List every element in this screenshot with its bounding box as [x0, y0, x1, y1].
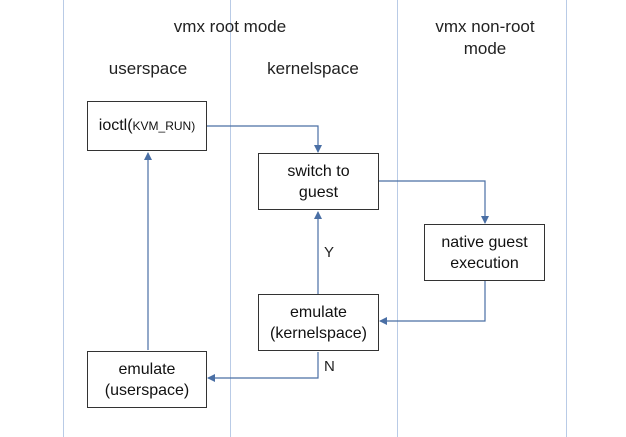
lane-divider-user-kernel: [230, 0, 231, 437]
header-vmx-nonroot-line2: mode: [463, 39, 507, 58]
edge-label-yes: Y: [324, 244, 335, 261]
arrow-emulate-kernel-to-emulate-user: [207, 352, 319, 382]
lane-divider-root-nonroot: [397, 0, 398, 437]
header-vmx-root-mode: vmx root mode: [173, 17, 287, 36]
header-vmx-nonroot-mode: vmx non-root mode: [420, 16, 550, 60]
header-userspace: userspace: [108, 59, 188, 78]
switch-to-guest-line2: guest: [298, 183, 339, 201]
switch-to-guest-box: switch to guest: [258, 153, 379, 210]
edge-label-no: N: [324, 358, 335, 375]
emulate-userspace-box: emulate (userspace): [87, 351, 207, 408]
emulate-kernelspace-box: emulate (kernelspace): [258, 294, 379, 351]
header-vmx-nonroot-line1: vmx non-root: [435, 17, 535, 36]
switch-to-guest-line1: switch to: [287, 162, 350, 180]
lane-divider-right: [566, 0, 567, 437]
emulate-userspace-line1: emulate: [118, 360, 176, 378]
arrow-ioctl-to-switch: [207, 125, 322, 153]
arrow-native-to-emulate-kernel: [379, 280, 486, 325]
ioctl-text: ioctl(KVM_RUN): [98, 117, 196, 134]
emulate-kernelspace-line2: (kernelspace): [270, 324, 367, 342]
native-guest-line2: execution: [450, 254, 519, 272]
native-guest-line1: native guest: [441, 233, 528, 251]
ioctl-kvm-run-box: ioctl(KVM_RUN): [87, 101, 207, 151]
header-kernelspace: kernelspace: [267, 59, 359, 78]
native-guest-execution-box: native guest execution: [424, 224, 545, 281]
emulate-userspace-line2: (userspace): [104, 381, 190, 399]
emulate-kernelspace-line1: emulate: [290, 303, 347, 321]
lane-divider-left: [63, 0, 64, 437]
arrow-switch-to-native: [379, 180, 489, 224]
